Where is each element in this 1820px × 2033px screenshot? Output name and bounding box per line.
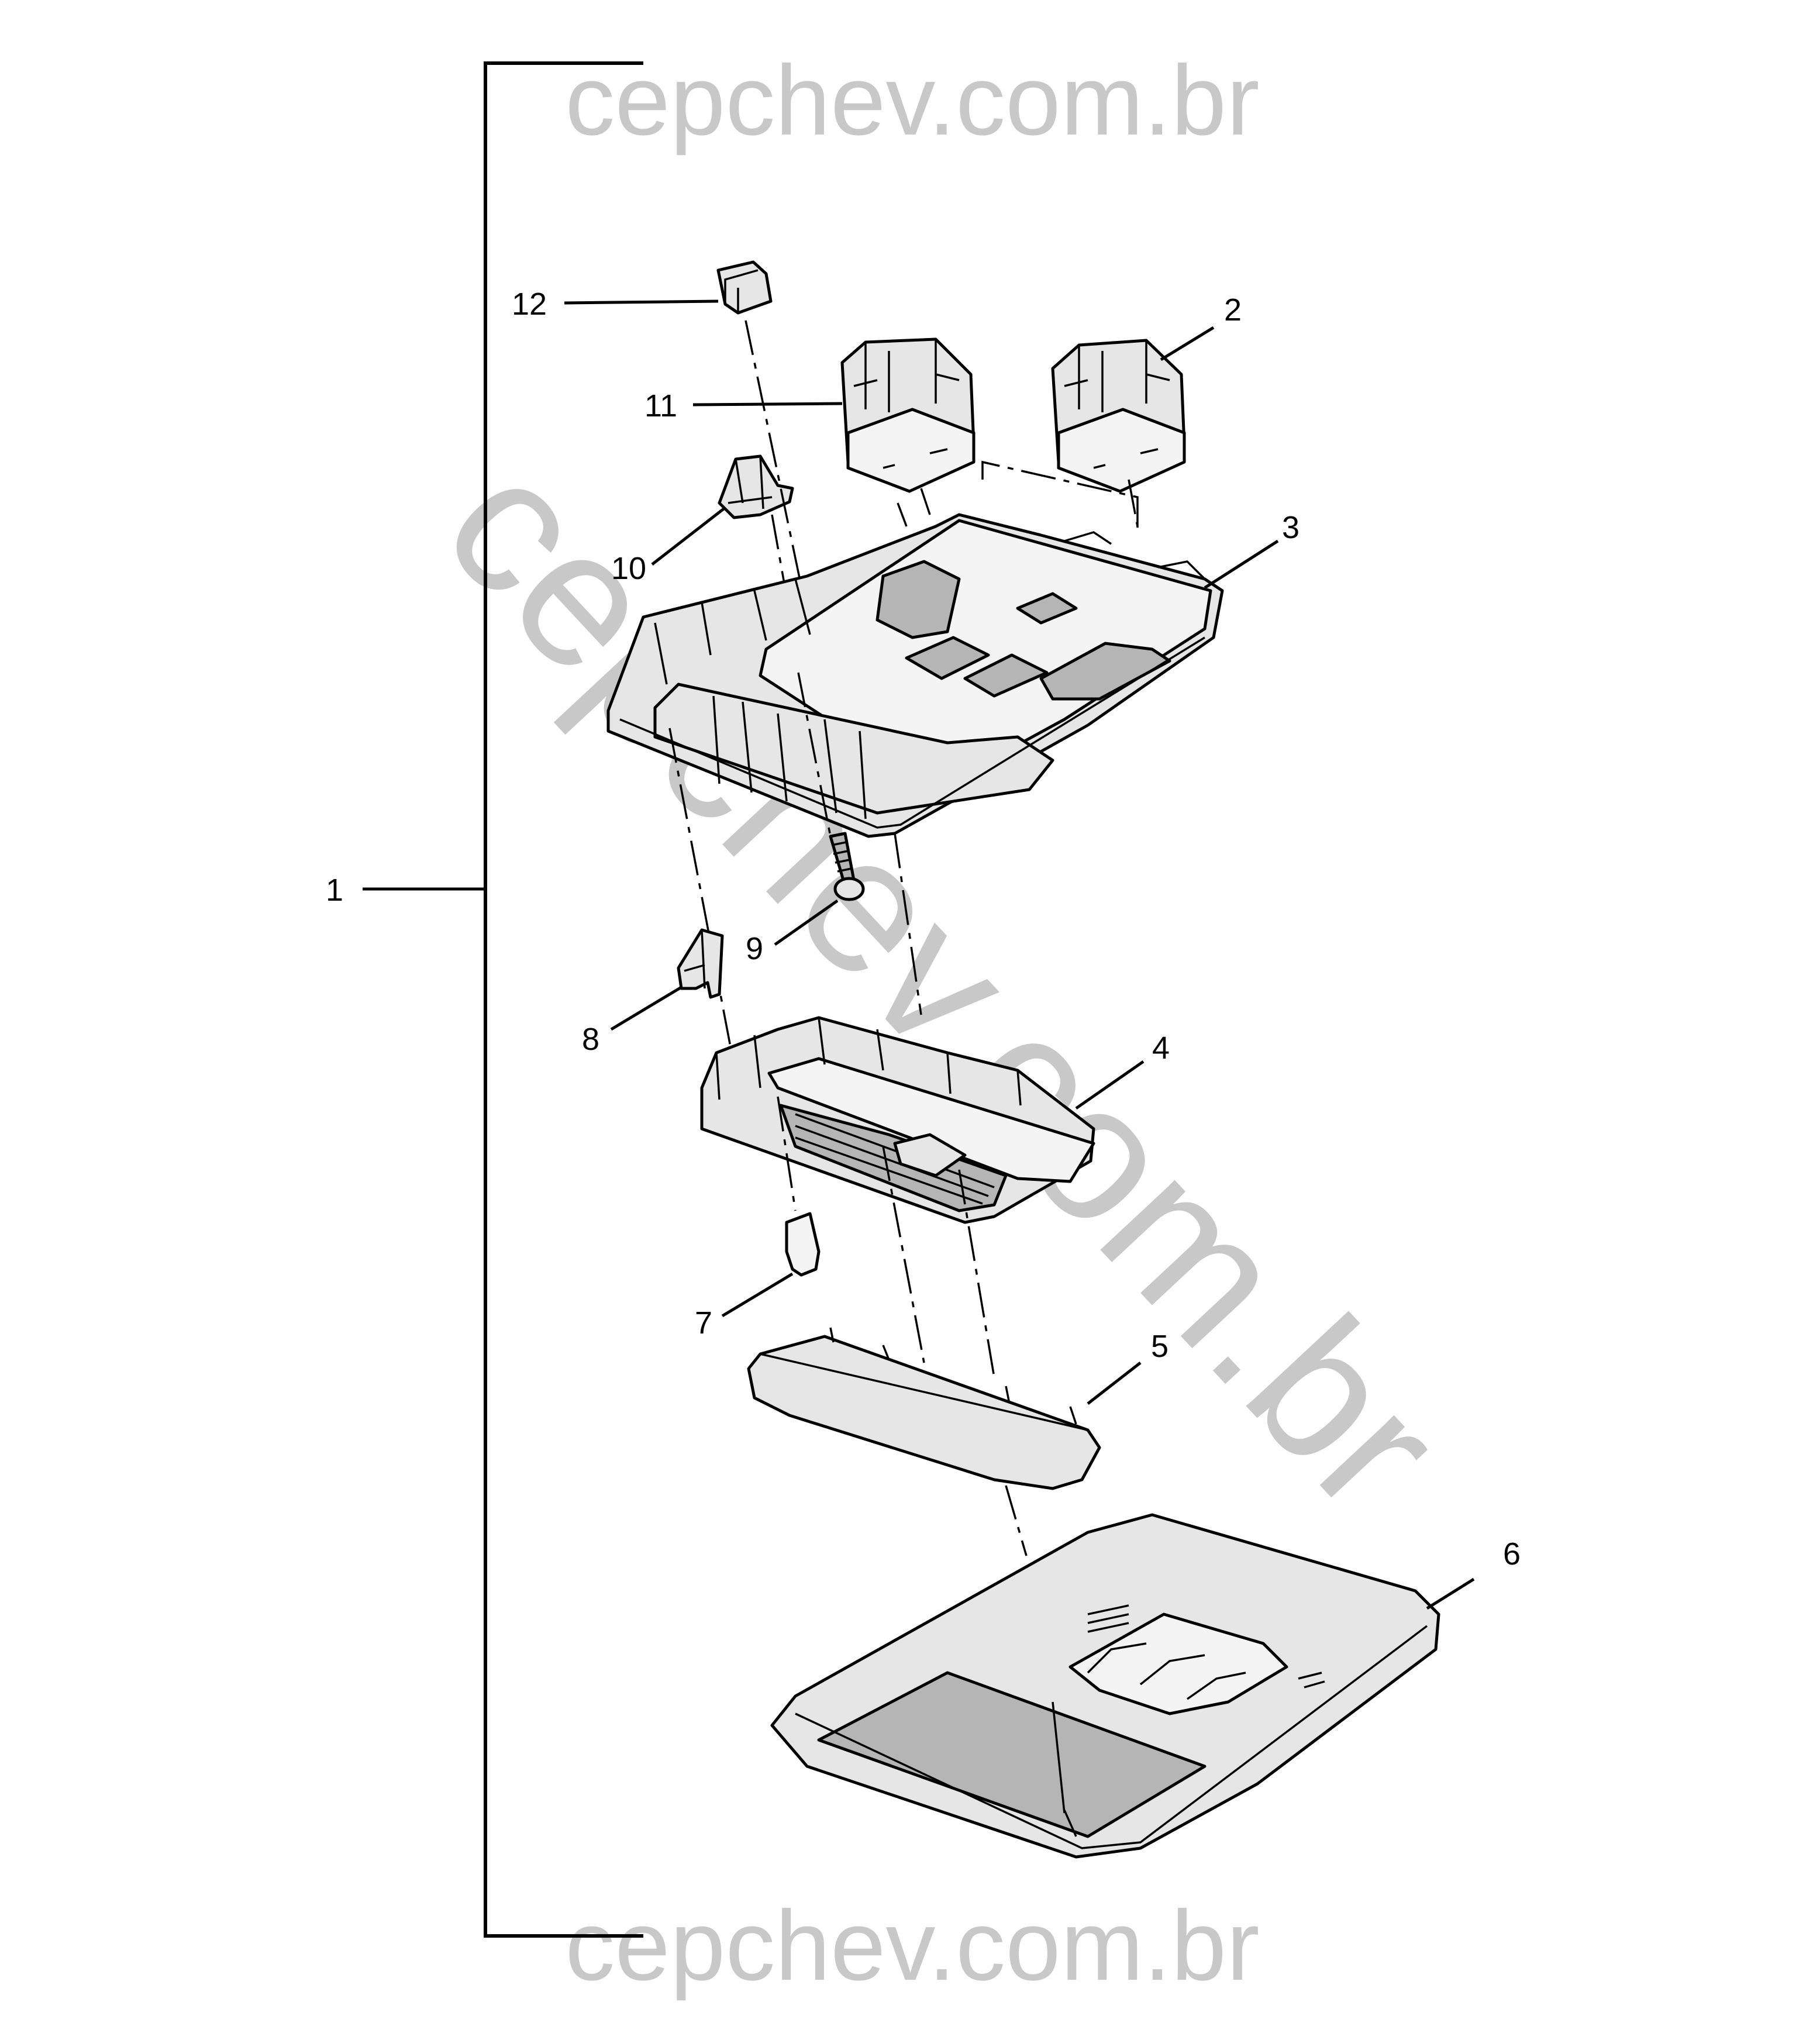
assembly-bracket — [363, 61, 643, 1938]
callout-9: 9 — [746, 931, 763, 966]
part-10-retainer — [651, 454, 794, 566]
part-11-switch — [692, 337, 976, 493]
callout-12: 12 — [512, 287, 547, 322]
part-8-bracket — [610, 928, 724, 1031]
assembly-lines-lower — [882, 1146, 1028, 1556]
callout-6: 6 — [1503, 1536, 1521, 1572]
part-7-bulb — [721, 1096, 821, 1318]
callout-1: 1 — [326, 873, 343, 908]
part-5-lens — [747, 1327, 1142, 1490]
callout-5: 5 — [1151, 1329, 1168, 1364]
watermark-bottom: cepchev.com.br — [565, 1890, 1259, 2001]
part-3-housing — [606, 513, 1279, 838]
watermark-top: cepchev.com.br — [565, 45, 1259, 156]
callout-3: 3 — [1282, 510, 1299, 545]
part-9-screw — [774, 672, 865, 946]
part-6-bezel — [770, 1513, 1475, 1859]
assembly-lines-middle — [668, 728, 922, 1050]
callout-11: 11 — [644, 388, 677, 423]
callout-10: 10 — [611, 551, 646, 586]
part-12-clip — [564, 260, 773, 315]
callout-7: 7 — [695, 1305, 712, 1341]
part-2-switch — [1051, 326, 1215, 493]
part-4-lamp-assembly — [700, 1016, 1145, 1224]
callout-8: 8 — [582, 1022, 599, 1057]
callout-2: 2 — [1224, 292, 1242, 328]
callout-4: 4 — [1152, 1031, 1170, 1066]
